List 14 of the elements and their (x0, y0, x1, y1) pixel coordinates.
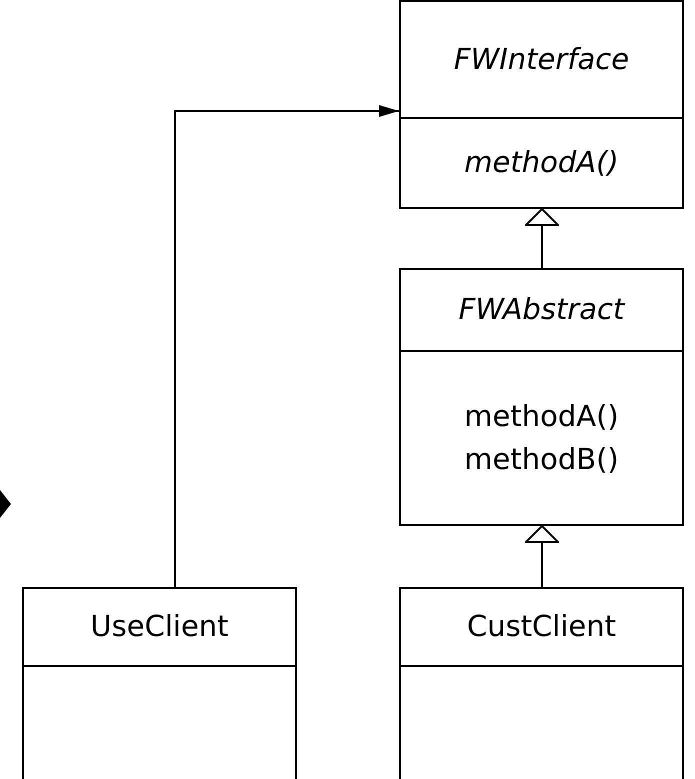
class-box (399, 587, 684, 779)
class-name: UseClient (90, 608, 229, 646)
inheritance-arrow (525, 208, 559, 268)
inheritance-arrow (525, 525, 559, 587)
arrow (174, 105, 399, 588)
class-name: FWInterface (454, 40, 630, 78)
class-box (399, 268, 684, 526)
method-name: methodA() (464, 144, 619, 182)
method-name: methodB() (464, 441, 619, 478)
class-name: CustClient (466, 608, 616, 646)
class-box (399, 0, 684, 209)
class-name: FWAbstract (458, 291, 624, 328)
class-box (22, 587, 297, 779)
method-name: methodA() (464, 398, 619, 434)
